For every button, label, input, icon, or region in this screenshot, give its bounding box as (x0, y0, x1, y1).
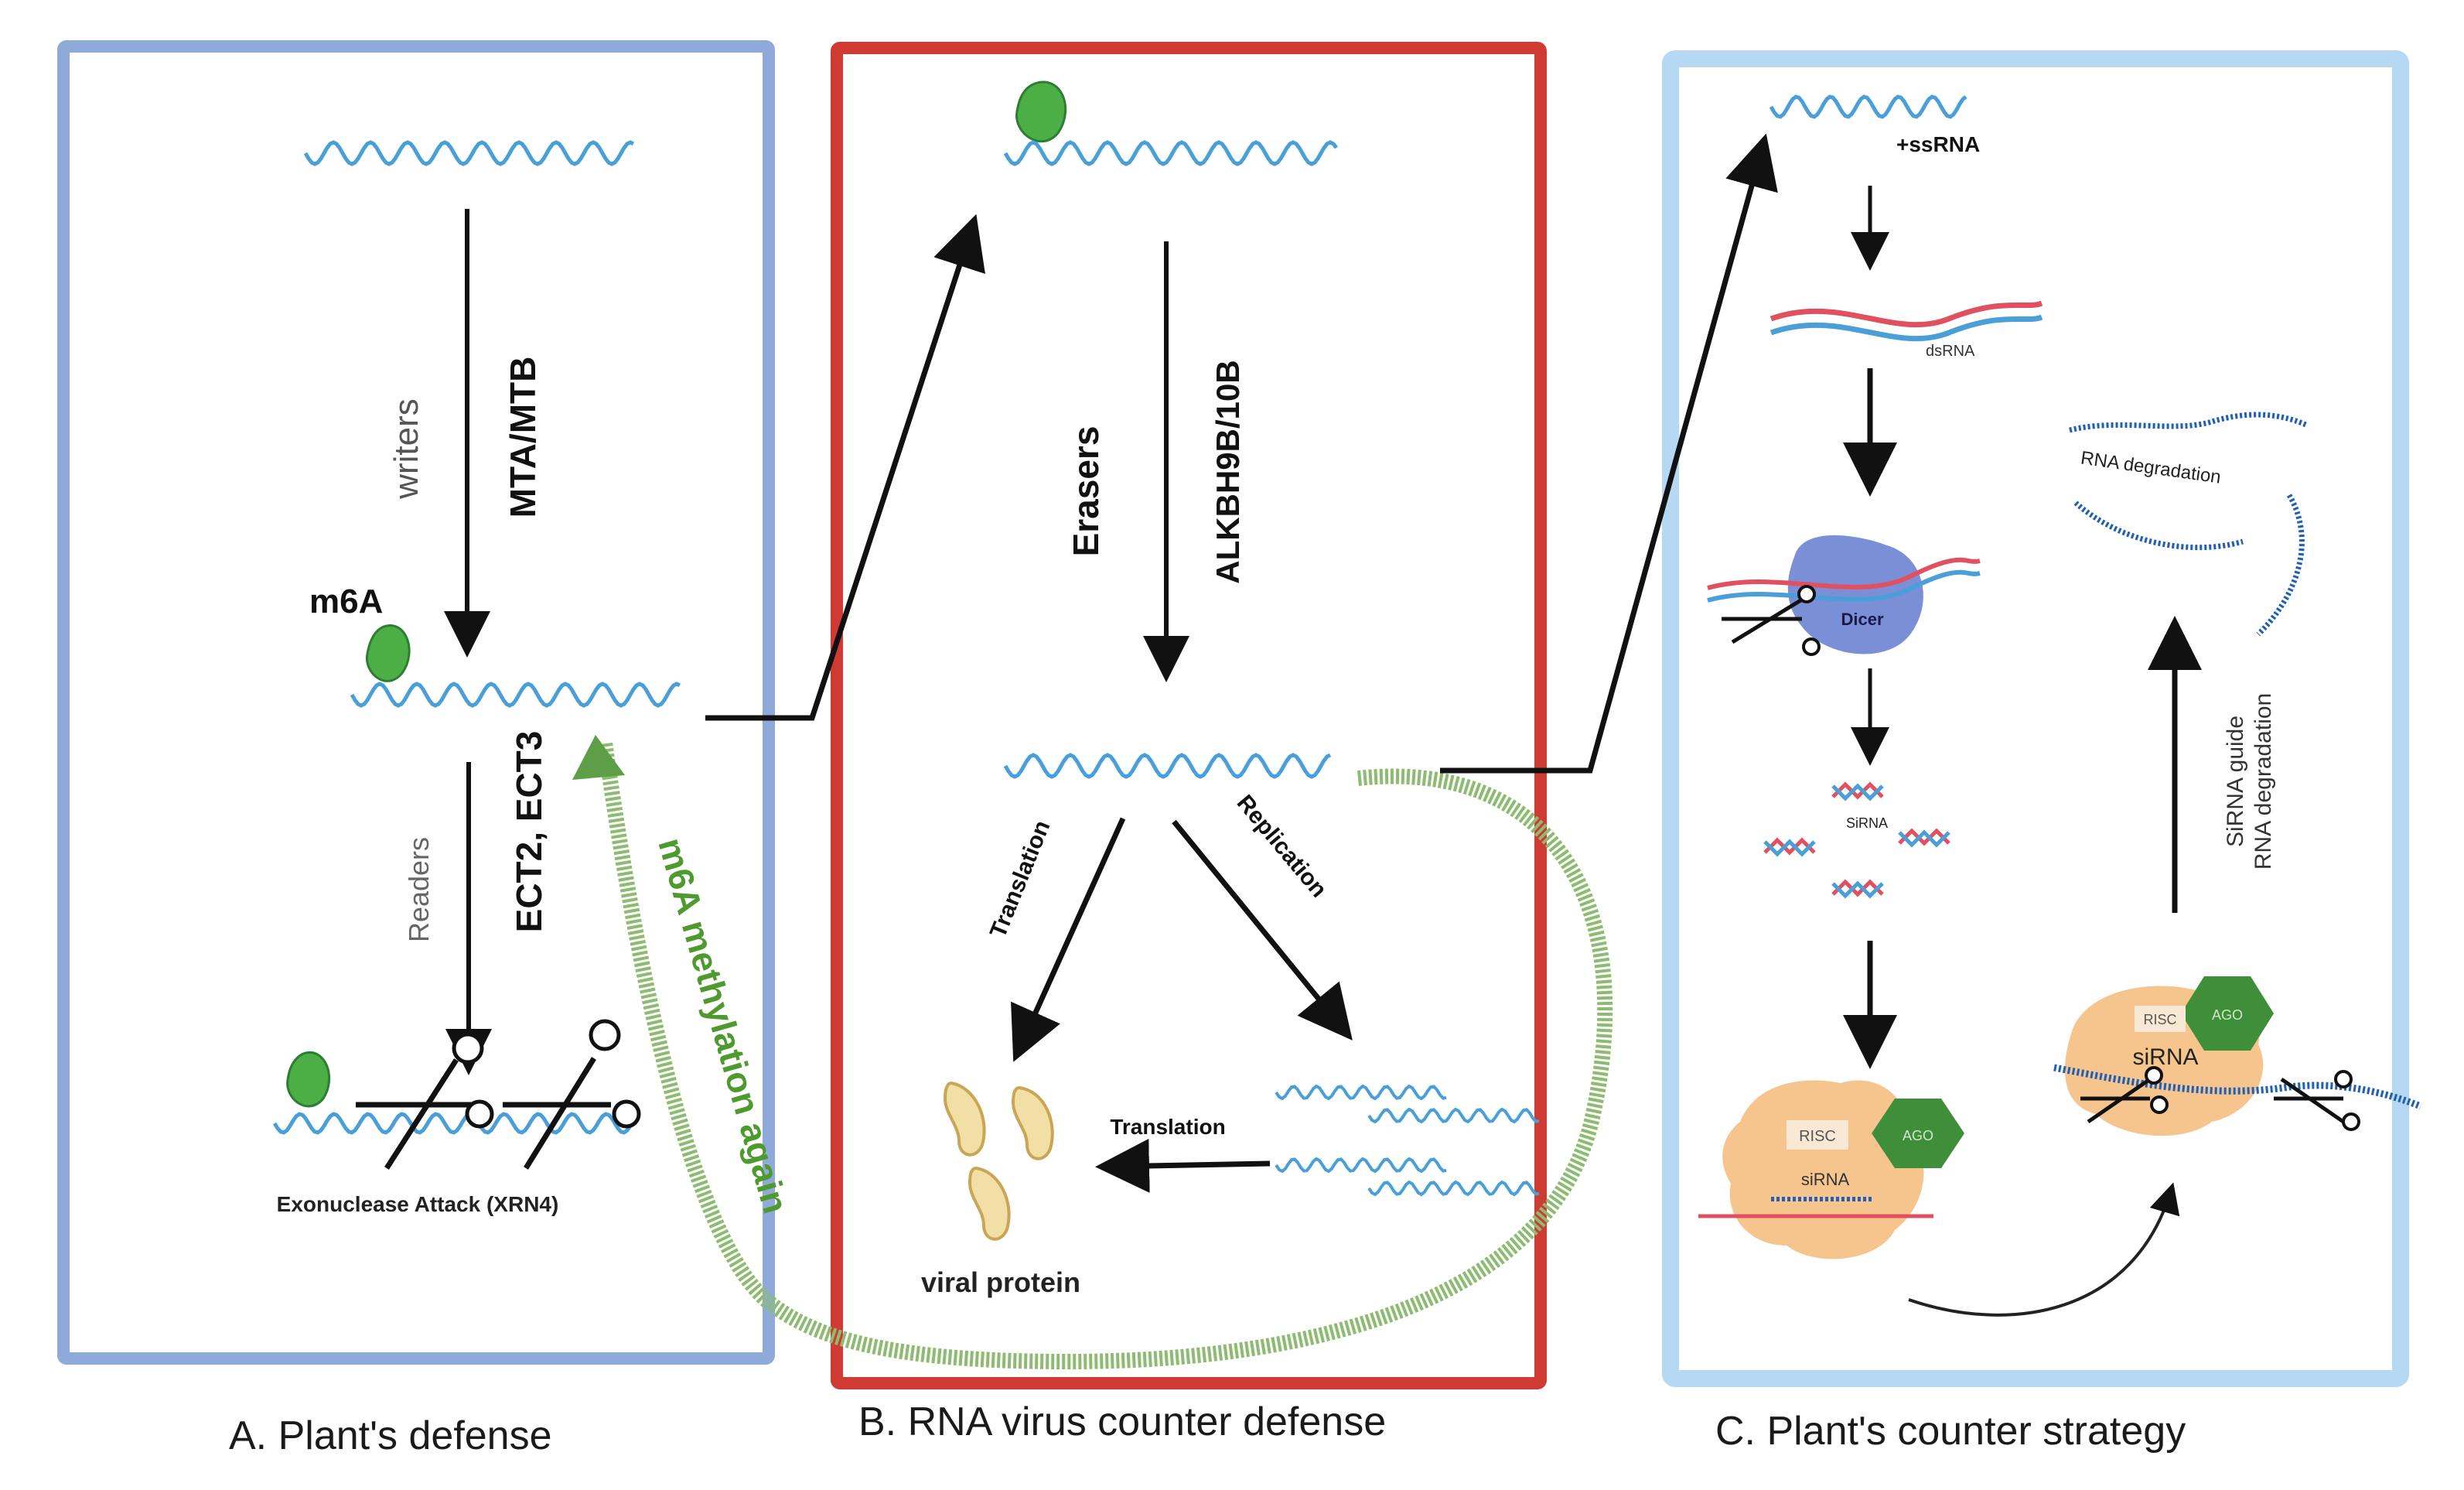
replicated-rna-1 (1275, 1084, 1447, 1101)
scissors-icon (356, 1032, 494, 1170)
replicated-rna-3 (1275, 1157, 1447, 1174)
risc-cycle-arrow (1908, 1182, 2180, 1317)
viral-protein-label: viral protein (921, 1266, 1080, 1298)
risc-label-box-2 (2135, 1006, 2186, 1032)
replication-label: Replication (1232, 790, 1332, 902)
panel-b-border (831, 42, 1547, 1389)
sirna-label-1: siRNA (1801, 1170, 1850, 1189)
sirna-label: SiRNA (1846, 815, 1888, 831)
sirna-guide-label-line1: SiRNA guide (2223, 716, 2248, 847)
panel-c-border (1662, 50, 2409, 1387)
target-rna-strand-2 (2053, 1064, 2422, 1110)
reader-proteins-label: ECT2, ECT3 (509, 731, 549, 933)
erasers-label: Erasers (1066, 426, 1106, 557)
scissors-icon-2 (503, 1019, 641, 1170)
ago-label-1: AGO (1903, 1128, 1933, 1143)
rna-strand-a-bottom (272, 1112, 639, 1135)
rna-strand-a-top (303, 140, 635, 166)
m6a-mark-icon-bottom (286, 1051, 331, 1108)
m6a-mark-icon-b (1015, 80, 1067, 143)
readers-label: Readers (403, 837, 435, 942)
risc-label-box-1 (1787, 1120, 1848, 1150)
dsrna-label: dsRNA (1926, 343, 1975, 360)
risc-scissors-icon (2080, 1066, 2360, 1131)
eraser-proteins-label: ALKBH9B/10B (1210, 360, 1246, 583)
replicated-rna-2 (1367, 1107, 1540, 1124)
rna-strand-c-top (1769, 94, 1967, 119)
connector-a-to-b (705, 214, 985, 721)
writers-label: writers (387, 398, 425, 500)
panel-b-caption: B. RNA virus counter defense (858, 1399, 1387, 1444)
ago-icon-1 (1872, 1099, 1964, 1168)
replication-arrow (1172, 819, 1353, 1041)
panel-a-border (57, 40, 775, 1365)
connector-b-to-c (1440, 133, 1778, 774)
rna-strand-a-mid (350, 682, 681, 708)
rna-degradation-label: RNA degradation (2080, 447, 2223, 487)
dicer-icon (1787, 535, 1923, 654)
dicer-scissors-icon (1722, 585, 1821, 656)
dsrna-strand-red (1770, 300, 2043, 328)
panel-c-caption: C. Plant's counter strategy (1715, 1409, 2186, 1454)
rna-strand-b-top (1003, 140, 1338, 166)
ago-icon-2 (2181, 976, 2274, 1051)
degraded-rna-fragments (2069, 412, 2309, 637)
feedback-arrowhead (572, 735, 625, 780)
risc-label-1: RISC (1799, 1128, 1836, 1145)
ago-label-2: AGO (2212, 1007, 2243, 1023)
sirna-guide-label-line2: RNA degradation (2251, 693, 2276, 870)
translation-arrow (1011, 817, 1126, 1062)
dsrna-strand-blue (1770, 314, 2043, 342)
ssrna-label: +ssRNA (1896, 132, 1980, 156)
m6a-label: m6A (309, 583, 383, 620)
dicer-label: Dicer (1841, 610, 1883, 629)
exonuclease-label: Exonuclease Attack (XRN4) (277, 1192, 559, 1216)
dicer-dsrna-blue (1707, 569, 1981, 603)
translation-label-2: Translation (1110, 1115, 1225, 1139)
viral-protein-icon (943, 1081, 1054, 1241)
panel-a-caption: A. Plant's defense (229, 1413, 552, 1458)
dicer-dsrna-red (1707, 557, 1981, 590)
writer-proteins-label: MTA/MTB (503, 357, 543, 518)
translation-arrow-2 (1095, 1138, 1271, 1193)
rna-strand-b-mid (1003, 753, 1332, 779)
risc-label-2: RISC (2143, 1012, 2176, 1027)
translation-label-1: Translation (985, 817, 1056, 942)
feedback-loop-arrow (597, 741, 1613, 1370)
sirna-label-2: siRNA (2132, 1044, 2198, 1070)
sirna-duplexes (1763, 781, 1950, 899)
m6a-mark-icon (366, 624, 411, 682)
replicated-rna-4 (1367, 1180, 1540, 1197)
